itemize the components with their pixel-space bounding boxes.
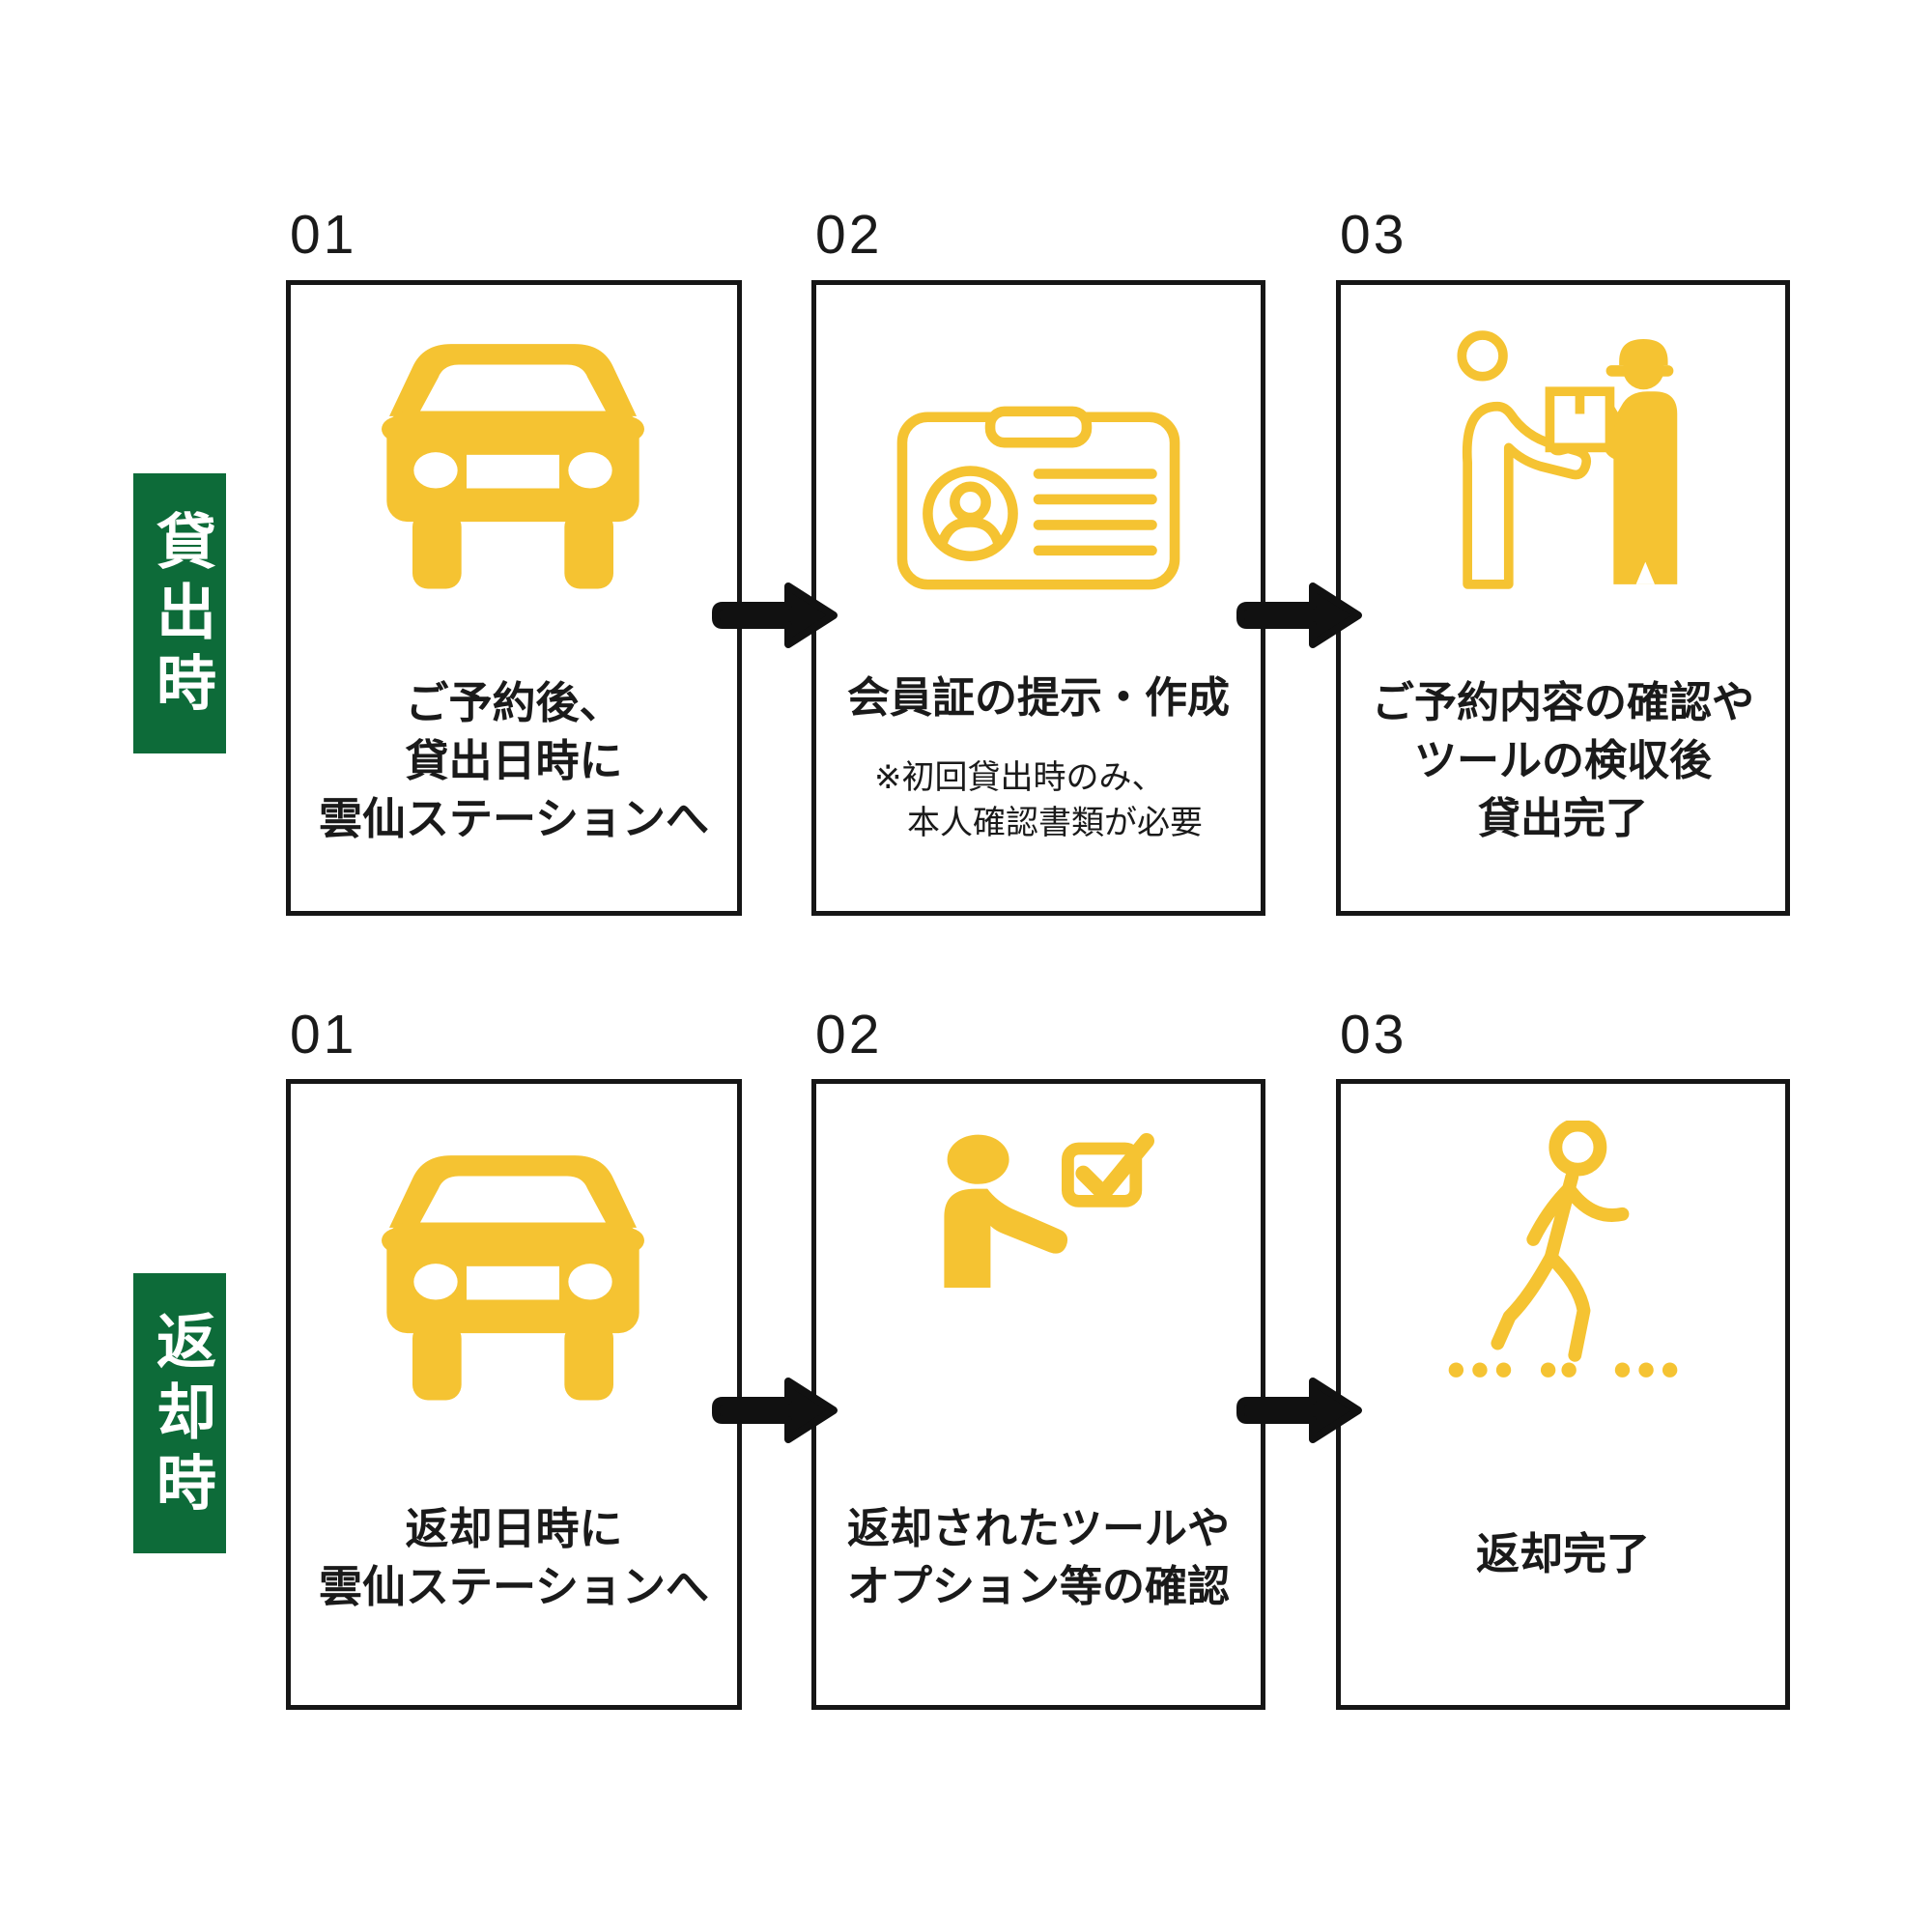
walking-person-icon — [1448, 1121, 1678, 1378]
step-box — [811, 280, 1265, 916]
car-front-icon — [382, 344, 644, 589]
step-caption: 返却されたツールや オプション等の確認 — [847, 1505, 1230, 1610]
step-caption: ご予約後、 貸出日時に 雲仙ステーションへ — [318, 678, 710, 843]
step-caption: 返却日時に 雲仙ステーションへ — [318, 1504, 710, 1611]
step-number: 03 — [1340, 1004, 1407, 1065]
step-number: 03 — [1340, 204, 1407, 266]
step-box — [1336, 280, 1790, 916]
row-tag-lending: 貸出時 — [133, 473, 226, 753]
step-number: 01 — [290, 204, 357, 266]
flow-arrow-icon — [1236, 582, 1362, 648]
membership-card-icon — [896, 406, 1180, 590]
step-number: 02 — [815, 204, 883, 266]
step-caption: ご予約内容の確認や ツールの検収後 貸出完了 — [1372, 679, 1754, 842]
box-handover-icon — [1457, 330, 1678, 589]
step-caption: 返却完了 — [1475, 1529, 1650, 1578]
car-front-icon — [382, 1155, 644, 1401]
step-note: ※初回貸出時のみ、 本人確認書類が必要 — [874, 759, 1203, 841]
row-tag-return: 返却時 — [133, 1273, 226, 1553]
flow-arrow-icon — [712, 1378, 838, 1443]
step-number: 01 — [290, 1004, 357, 1065]
step-caption: 会員証の提示・作成 — [847, 674, 1230, 722]
step-box — [811, 1079, 1265, 1710]
step-number: 02 — [815, 1004, 883, 1065]
person-checklist-icon — [944, 1133, 1154, 1288]
flow-arrow-icon — [1236, 1378, 1362, 1443]
flow-arrow-icon — [712, 582, 838, 648]
